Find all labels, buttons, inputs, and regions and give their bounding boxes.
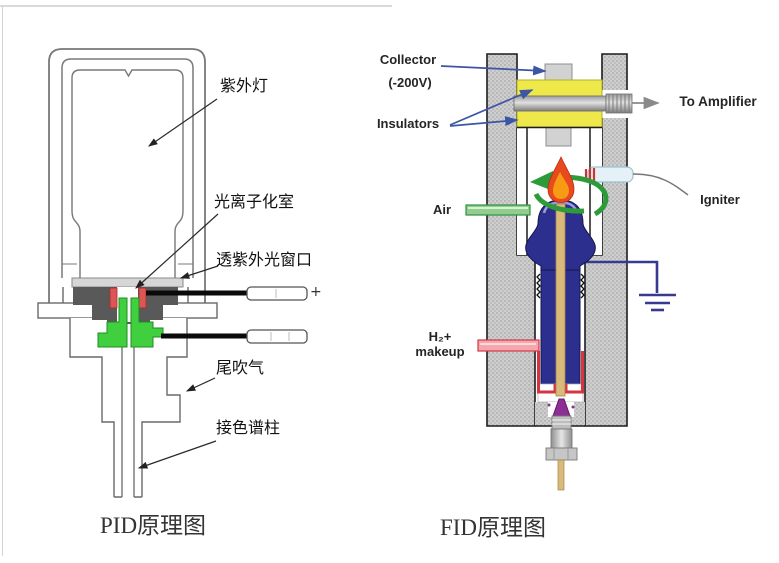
label-makeup-gas: 尾吹气 [216, 360, 265, 377]
chamber-liner [517, 127, 602, 255]
flame [547, 156, 575, 203]
air-tube [465, 204, 531, 216]
label-to-amplifier: To Amplifier [679, 94, 757, 109]
label-ionization-chamber: 光离子化室 [214, 194, 295, 211]
capillary-in-jet [555, 203, 566, 397]
column-ferrule [547, 398, 575, 417]
electrode-leads [146, 286, 308, 344]
uv-lamp [48, 48, 206, 303]
capillary-column [557, 459, 565, 491]
label-uv-window: 透紫外光窗口 [216, 252, 313, 269]
hydrogen-channel [537, 351, 584, 394]
pid-label-arrows [135, 98, 219, 469]
insulator-top [516, 79, 603, 97]
label-uv-lamp: 紫外灯 [220, 78, 269, 95]
green-seals [97, 297, 164, 348]
label-electrode-plus: + [310, 284, 322, 300]
column-channel [121, 347, 135, 497]
label-collector: Collector [379, 52, 437, 67]
jet-thread-left [536, 273, 541, 299]
flame-jet [525, 199, 596, 403]
collector-assembly [513, 63, 633, 147]
label-makeup: makeup [415, 343, 465, 359]
rod-thread [605, 93, 633, 114]
pid-diagram [37, 48, 308, 498]
scan-artifact-lines [0, 5, 392, 556]
fid-label-arrows [440, 65, 547, 127]
uv-window-slab [71, 277, 184, 288]
collector-stub-top [544, 63, 573, 82]
label-h2: H₂+ [428, 329, 452, 344]
collector-stub-bottom [545, 126, 572, 147]
label-column-connection: 接色谱柱 [216, 420, 281, 437]
label-igniter: Igniter [700, 192, 740, 207]
igniter-plug [584, 166, 689, 196]
column-fitting [545, 415, 578, 491]
swirl-arrowhead [530, 171, 553, 191]
pid-caption: PID原理图 [100, 513, 207, 538]
hydrogen-tube [477, 339, 540, 352]
label-hydrogen-makeup: H₂+ makeup [404, 329, 476, 360]
igniter-wire [632, 173, 689, 196]
label-collector-voltage: (-200V) [388, 75, 432, 90]
collector-rod [513, 95, 607, 112]
jet-thread-right [580, 273, 585, 299]
fid-caption: FID原理图 [439, 515, 547, 540]
fid-diagram [440, 53, 689, 491]
ground-symbol [580, 260, 676, 312]
label-air: Air [432, 202, 452, 217]
insulator-bottom [516, 110, 603, 128]
label-insulators: Insulators [376, 116, 440, 131]
